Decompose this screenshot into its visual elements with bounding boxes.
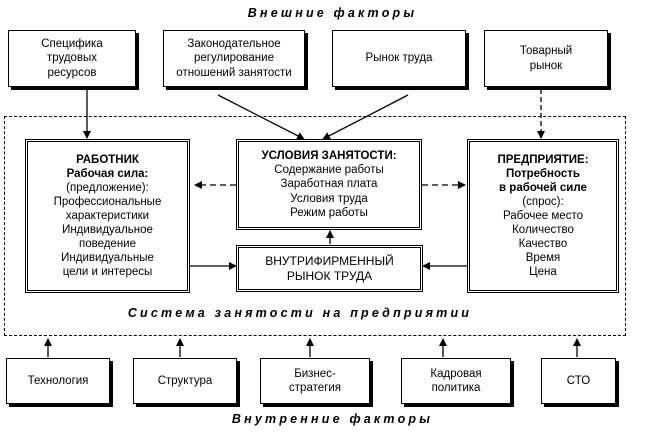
internal-factor-box: Бизнес-стратегия — [260, 358, 370, 404]
text-line: поведение — [78, 238, 136, 251]
text-line: Профессиональные — [53, 195, 162, 208]
text-line: характеристики — [65, 209, 150, 222]
text-line: Количество — [512, 224, 574, 236]
text-line: Время — [525, 252, 561, 265]
internal-factor-box: Технология — [6, 358, 110, 404]
text-line: (предложение): — [66, 181, 149, 194]
enterprise-title: ПРЕДПРИЯТИЕ: — [497, 153, 589, 166]
text-line: Условия труда — [290, 192, 368, 205]
text-line: трудовых — [46, 52, 98, 65]
worker-box: РАБОТНИК Рабочая сила: (предложение):Про… — [25, 139, 190, 293]
text-line: Специфика — [41, 38, 103, 51]
internal-factor-box: Структура — [133, 358, 237, 404]
worker-subtitle: Рабочая сила: — [66, 167, 149, 180]
text-line: Рынок труда — [365, 52, 433, 65]
text-line: СТО — [566, 374, 591, 387]
text-line: в рабочей силе — [499, 181, 587, 194]
arrow-market-to-conditions — [322, 94, 409, 140]
system-heading: Система занятости на предприятии — [127, 306, 473, 320]
text-line: Рабочее место — [503, 209, 583, 222]
text-line: цели и интересы — [62, 266, 153, 279]
text-line: Потребность — [506, 167, 580, 180]
text-line: Заработная плата — [280, 178, 378, 191]
worker-title: РАБОТНИК — [76, 153, 139, 166]
text-line: Технология — [27, 374, 89, 387]
text-line: стратегия — [289, 382, 341, 394]
text-line: Кадровая — [430, 367, 482, 380]
text-line: (спрос): — [522, 195, 564, 208]
text-line: Законодательное — [187, 38, 281, 51]
text-line: Содержание работы — [274, 164, 384, 177]
text-line: ресурсов — [47, 66, 97, 79]
internal-factor-box: Кадровая политика — [401, 358, 511, 404]
text-line: Качество — [518, 238, 568, 251]
internal-factor-box: СТО — [541, 358, 616, 404]
text-line: РЫНОК ТРУДА — [286, 268, 373, 283]
text-line: Товарный — [519, 45, 573, 58]
conditions-title: УСЛОВИЯ ЗАНЯТОСТИ: — [261, 150, 397, 163]
text-line: регулирование — [194, 52, 274, 65]
text-line: ВНУТРИФИРМЕННЫЙ — [265, 253, 394, 268]
text-line: Структура — [157, 374, 213, 387]
arrow-law-to-conditions — [217, 94, 305, 140]
text-line: отношений занятости — [176, 66, 292, 79]
internal-factors-heading: Внутренние факторы — [231, 412, 434, 426]
text-line: рынок — [529, 59, 563, 72]
text-line: Цена — [529, 266, 557, 279]
text-line: политика — [431, 382, 481, 394]
external-factors-heading: Внешние факторы — [247, 6, 418, 20]
external-factor-box: Рынок труда — [332, 30, 466, 87]
text-line: Индивидуальные — [61, 252, 154, 265]
text-line: Режим работы — [290, 206, 368, 219]
system-frame — [4, 116, 626, 336]
text-line: Индивидуальное — [62, 224, 153, 236]
text-line: Бизнес- — [294, 367, 336, 380]
